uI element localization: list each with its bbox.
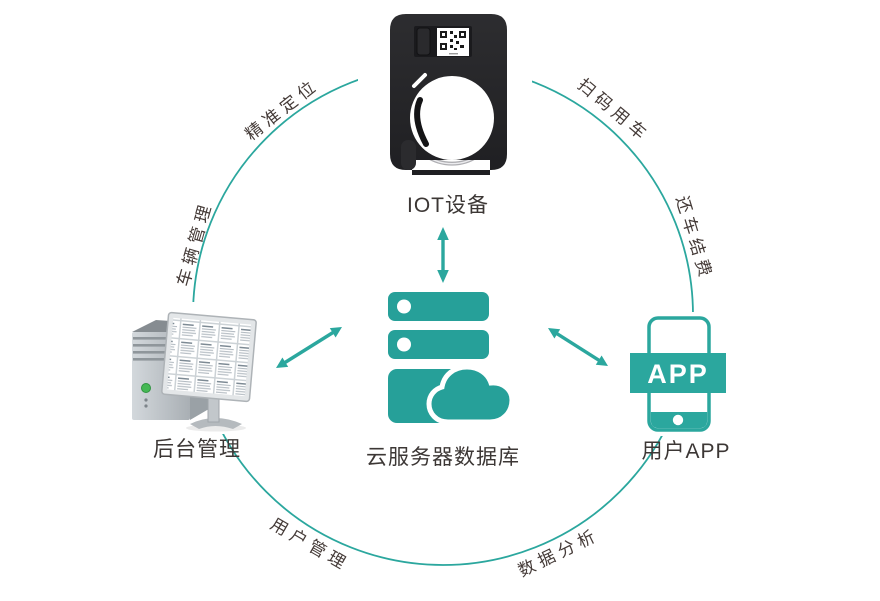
app-badge-text: APP [647,359,709,389]
app-label: 用户APP [641,440,731,463]
admin-label: 后台管理 [153,438,241,461]
server-led-1 [397,299,411,314]
server-bar-1 [388,292,489,321]
node-iot-device [358,4,532,186]
node-user-app: APP [628,312,728,436]
arrow-server-app [548,328,608,366]
admin-computer-icon [132,311,257,432]
smartphone-app-icon: APP [630,316,726,432]
monitor [161,311,257,403]
node-cloud-server [386,288,526,426]
node-admin-computer [118,302,266,434]
server-label: 云服务器数据库 [366,446,520,469]
home-button [672,414,684,426]
arrow-iot-server [437,227,449,283]
cloud-icon [426,364,515,425]
app-badge [630,353,726,393]
server-bar-2 [388,330,489,359]
monitor-stand [186,393,246,432]
cloud-server-icon [388,292,515,425]
arrow-admin-server [276,327,342,368]
qr-code-icon [437,28,469,56]
lock-side-pod [401,140,416,170]
server-led-2 [397,337,411,352]
power-led [141,383,151,393]
lock-lever [414,97,429,147]
lock-button [416,27,431,56]
smart-bike-lock-icon [390,14,507,175]
lock-slit-highlight [412,73,427,88]
iot-label: IOT设备 [407,194,489,217]
